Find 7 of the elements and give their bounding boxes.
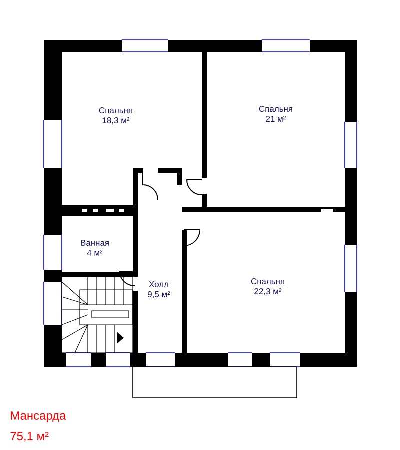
room-label: Спальня 18,3 м² xyxy=(99,108,132,124)
room-label: Спальня 22,3 м² xyxy=(251,278,284,296)
room-label: Ванная 4 м² xyxy=(81,240,109,256)
room-label: Спальня 21 м² xyxy=(259,106,292,122)
caption-text: Мансарда xyxy=(11,412,66,422)
caption-text: 75,1 м² xyxy=(10,432,49,442)
room-label: Холл 9,5 м² xyxy=(148,282,170,298)
